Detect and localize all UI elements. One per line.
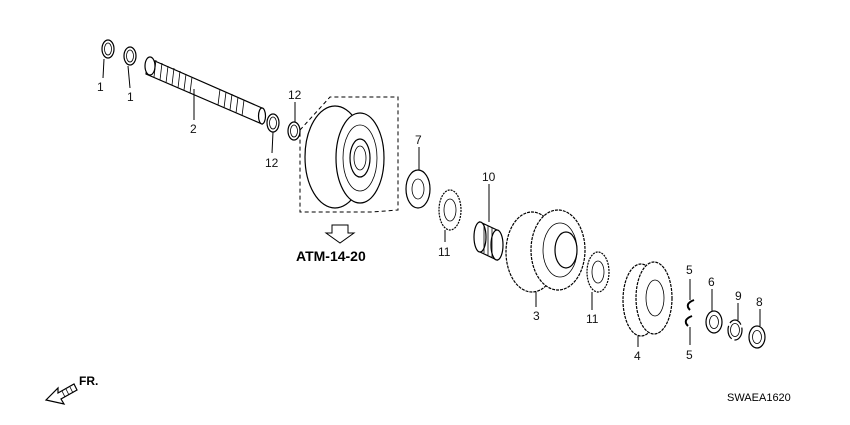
callout-part-10: 10 [482,170,496,184]
part-11-thrust-bearing-a[interactable] [438,189,462,231]
part-10-needle-bearing[interactable] [473,221,504,261]
callout-part-6: 6 [708,275,715,289]
reference-arrow-icon [324,224,356,244]
front-arrow-icon [44,383,78,405]
callout-part-1-right: 1 [127,90,134,104]
callout-part-3: 3 [533,309,540,323]
callout-part-12-lower: 12 [265,156,279,170]
part-6-washer[interactable] [705,310,723,334]
callout-part-9: 9 [735,289,742,303]
callout-part-11-left: 11 [438,245,451,259]
direction-label: FR. [79,374,98,388]
reference-label: ATM-14-20 [296,248,366,264]
part-2-mainshaft[interactable] [144,56,267,125]
part-9-snap-ring[interactable] [727,319,743,341]
callout-part-1-left: 1 [97,80,104,94]
part-7-thrust-washer[interactable] [405,169,431,209]
callout-part-5-upper: 5 [686,263,693,277]
leader-lines [102,58,761,347]
drawing-code: SWAEA1620 [727,392,791,404]
part-5-cotter-upper[interactable] [686,299,695,311]
callout-part-12-upper: 12 [288,88,302,102]
part-5-cotter-lower[interactable] [684,315,693,327]
part-4-gear[interactable] [622,261,673,337]
part-12-ring-b[interactable] [287,121,301,141]
part-8-washer[interactable] [748,325,766,349]
callout-part-7: 7 [415,133,422,147]
callout-part-5-lower: 5 [686,348,693,362]
part-3-gear[interactable] [505,209,586,293]
part-12-ring-a[interactable] [266,113,280,133]
callout-part-4: 4 [634,349,641,363]
clutch-assembly-reference[interactable] [299,96,399,213]
part-1-snap-ring-a[interactable] [101,39,115,59]
callout-part-8: 8 [756,295,763,309]
callout-part-2: 2 [190,122,197,136]
part-11-thrust-bearing-b[interactable] [586,251,610,293]
callout-part-11-right: 11 [586,312,599,326]
part-1-snap-ring-b[interactable] [123,46,137,66]
